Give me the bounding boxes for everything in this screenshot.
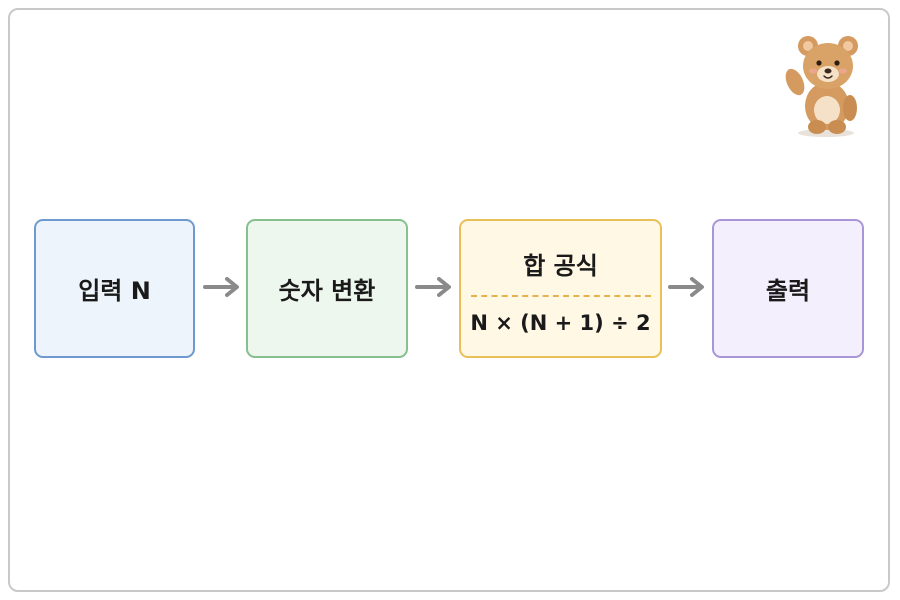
node-input: 입력 N [34,219,195,358]
node-formula-label: 합 공식 [523,252,598,280]
arrow-input-to-convert [203,277,239,297]
teddy-bear-icon [785,36,858,137]
node-formula: 합 공식 N × (N + 1) ÷ 2 [459,219,662,358]
node-convert: 숫자 변환 [246,219,408,358]
node-output: 출력 [712,219,864,358]
node-formula-expression: N × (N + 1) ÷ 2 [470,311,651,335]
node-convert-label: 숫자 변환 [278,277,376,305]
node-output-label: 출력 [765,277,811,305]
formula-divider [470,295,651,297]
arrow-formula-to-output [668,277,704,297]
node-input-label: 입력 N [78,277,151,305]
arrow-convert-to-formula [415,277,451,297]
